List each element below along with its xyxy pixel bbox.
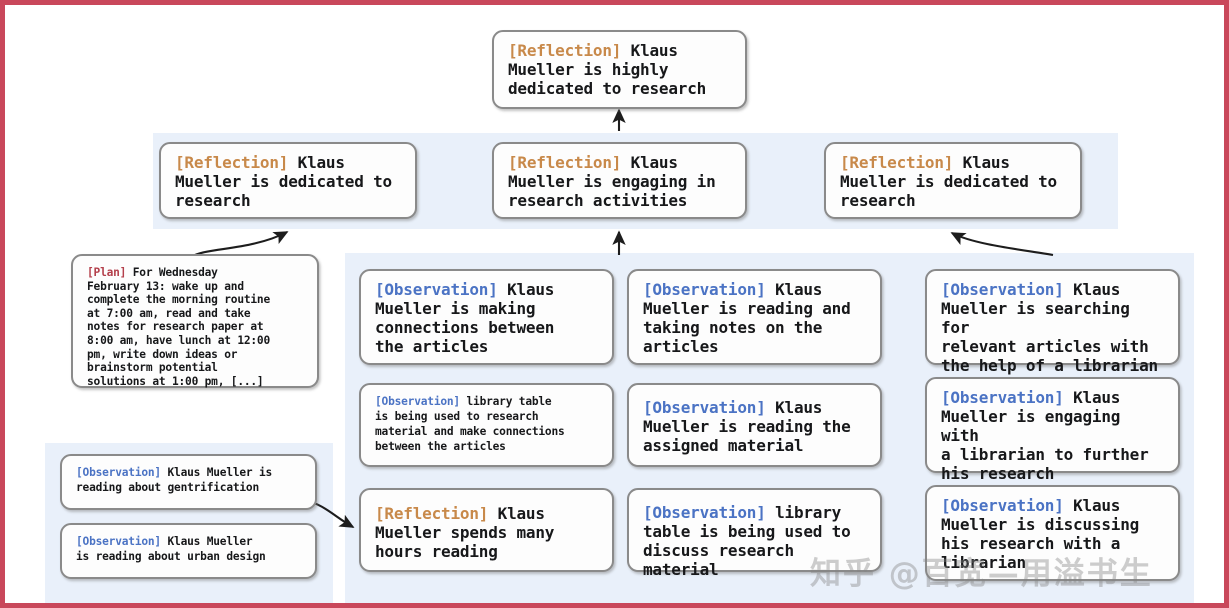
node-text: [Reflection] Klaus Mueller is dedicated … [840,153,1057,210]
reflection-tag: [Reflection] [508,41,622,60]
observation-tag: [Observation] [76,466,161,479]
node-top-reflection[interactable]: [Reflection] Klaus Mueller is highly ded… [492,30,747,109]
node-body: library table is being used to research … [375,395,565,453]
node-plan[interactable]: [Plan] For Wednesday February 13: wake u… [71,254,319,388]
reflection-tag: [Reflection] [508,153,622,172]
node-body: Klaus Mueller is dedicated to research [175,153,392,210]
node-obs-gentrification[interactable]: [Observation] Klaus Mueller is reading a… [60,454,317,510]
observation-tag: [Observation] [643,398,766,417]
node-body: Klaus Mueller is dedicated to research [840,153,1057,210]
node-text: [Reflection] Klaus Mueller spends many h… [375,504,554,561]
arrow-col3-to-right-reflection [950,232,1054,257]
node-obs-connections[interactable]: [Observation] Klaus Mueller is making co… [359,269,614,365]
node-obs-reading-notes[interactable]: [Observation] Klaus Mueller is reading a… [627,269,882,365]
node-obs-engaging-librarian[interactable]: [Observation] Klaus Mueller is engaging … [925,377,1180,483]
observation-tag: [Observation] [375,280,498,299]
reflection-tag: [Reflection] [840,153,954,172]
reflection-tag: [Reflection] [375,504,489,523]
node-text: [Observation] Klaus Mueller is reading a… [643,280,851,356]
node-mid-reflection-center[interactable]: [Reflection] Klaus Mueller is engaging i… [492,142,747,219]
node-obs-urban-design[interactable]: [Observation] Klaus Mueller is reading a… [60,523,317,579]
node-text: [Observation] Klaus Mueller is discussin… [941,496,1139,572]
node-text: [Reflection] Klaus Mueller is highly ded… [508,41,706,98]
node-body: Klaus Mueller is reading about urban des… [76,535,266,563]
node-body: Klaus Mueller is reading the assigned ma… [643,398,851,455]
node-body: Klaus Mueller is reading about gentrific… [76,466,273,494]
node-body: Klaus Mueller is making connections betw… [375,280,555,356]
node-obs-library-table-connections[interactable]: [Observation] library table is being use… [359,383,614,467]
observation-tag: [Observation] [941,280,1064,299]
node-text: [Observation] Klaus Mueller is reading a… [76,465,272,495]
node-body: Klaus Mueller is searching for relevant … [941,280,1158,375]
node-obs-discussing-librarian[interactable]: [Observation] Klaus Mueller is discussin… [925,485,1180,581]
observation-tag: [Observation] [643,503,766,522]
observation-tag: [Observation] [76,535,161,548]
node-text: [Reflection] Klaus Mueller is dedicated … [175,153,392,210]
observation-tag: [Observation] [375,395,460,408]
node-text: [Observation] Klaus Mueller is engaging … [941,388,1166,483]
node-text: [Observation] Klaus Mueller is reading t… [643,398,851,455]
node-text: [Observation] Klaus Mueller is reading a… [76,534,266,564]
node-body: Klaus Mueller spends many hours reading [375,504,555,561]
node-body: Klaus Mueller is highly dedicated to res… [508,41,707,98]
node-body: Klaus Mueller is engaging in research ac… [508,153,716,210]
node-body: For Wednesday February 13: wake up and c… [87,266,270,388]
node-text: [Observation] library table is being use… [643,503,868,579]
observation-tag: [Observation] [941,388,1064,407]
node-obs-searching-articles[interactable]: [Observation] Klaus Mueller is searching… [925,269,1180,375]
observation-tag: [Observation] [941,496,1064,515]
node-text: [Observation] library table is being use… [375,394,565,454]
plan-tag: [Plan] [87,266,127,279]
node-obs-assigned-material[interactable]: [Observation] Klaus Mueller is reading t… [627,383,882,467]
observation-tag: [Observation] [643,280,766,299]
arrow-plan-to-left-reflection [194,231,289,256]
node-text: [Reflection] Klaus Mueller is engaging i… [508,153,716,210]
node-text: [Observation] Klaus Mueller is making co… [375,280,554,356]
node-body: Klaus Mueller is discussing his research… [941,496,1140,572]
node-body: Klaus Mueller is reading and taking note… [643,280,851,356]
node-refl-spends-hours[interactable]: [Reflection] Klaus Mueller spends many h… [359,488,614,572]
node-text: [Plan] For Wednesday February 13: wake u… [87,266,270,388]
node-obs-library-table-discuss[interactable]: [Observation] library table is being use… [627,488,882,579]
node-body: Klaus Mueller is engaging with a librari… [941,388,1149,483]
node-text: [Observation] Klaus Mueller is searching… [941,280,1166,375]
node-mid-reflection-left[interactable]: [Reflection] Klaus Mueller is dedicated … [159,142,417,219]
node-body: library table is being used to discuss r… [643,503,851,579]
reflection-tag: [Reflection] [175,153,289,172]
node-mid-reflection-right[interactable]: [Reflection] Klaus Mueller is dedicated … [824,142,1082,219]
